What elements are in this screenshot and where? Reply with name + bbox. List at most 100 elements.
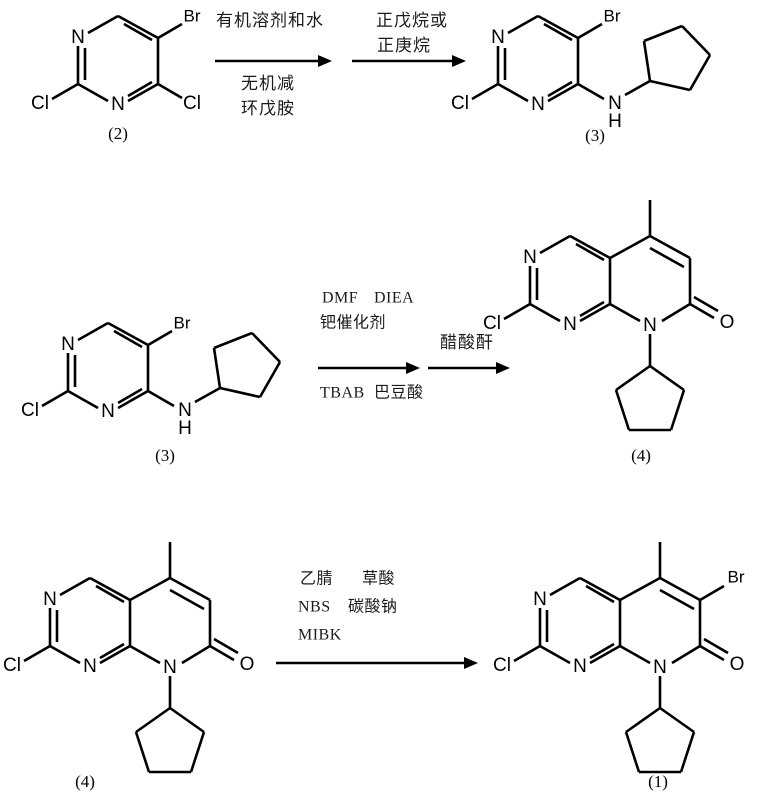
molecule-compound-1: N N Cl N O Br (1) bbox=[493, 542, 745, 791]
atom-label-N: N bbox=[178, 400, 192, 421]
bond-cp-2-3 bbox=[213, 331, 253, 350]
atom-label-N: N bbox=[563, 314, 577, 335]
bond-c7-o-inner bbox=[213, 637, 239, 655]
condition-diea: DIEA bbox=[374, 290, 414, 307]
atom-label-H: H bbox=[608, 111, 622, 132]
atom-label-N: N bbox=[653, 657, 667, 678]
bond-cp-5-1 bbox=[649, 79, 691, 92]
bond-c7-o bbox=[209, 644, 235, 662]
bond-c5-br bbox=[157, 22, 183, 40]
bond-cp-5-1 bbox=[219, 386, 261, 399]
atom-label-N: N bbox=[573, 656, 587, 677]
arrow-head bbox=[464, 657, 478, 669]
bond-c5-br bbox=[577, 22, 603, 40]
bond-cp-2-3 bbox=[624, 731, 641, 773]
bond-n3-c2 bbox=[529, 302, 561, 323]
bond-cp-2-3 bbox=[614, 389, 631, 431]
condition-below-amine: 环戊胺 bbox=[241, 99, 295, 118]
bond-c4a-c5 bbox=[619, 576, 661, 602]
arrow-head bbox=[406, 362, 420, 374]
bond-cp-1-2 bbox=[212, 347, 222, 389]
bond-cp-2-3 bbox=[134, 731, 151, 773]
bond-c4a-c5 bbox=[129, 576, 171, 602]
atom-label-Br: Br bbox=[604, 6, 621, 25]
bond-cp-2-3 bbox=[643, 24, 683, 43]
condition-above-heptane: 正庚烷 bbox=[377, 36, 431, 55]
condition-below-base: 无机减 bbox=[241, 74, 295, 93]
atom-label-Cl: Cl bbox=[21, 400, 39, 421]
reaction-arrow-2b: 醋酸酐 bbox=[428, 333, 510, 374]
scheme-2-canvas: N N Cl Br N H (3) DMF DIEA 钯催化剂 TBAB 巴豆酸… bbox=[21, 200, 734, 465]
compound-label-2: (2) bbox=[108, 124, 128, 143]
reaction-arrow-2a: DMF DIEA 钯催化剂 TBAB 巴豆酸 bbox=[318, 290, 424, 402]
bond-c5-c6-inner bbox=[659, 588, 695, 611]
condition-pd-catalyst: 钯催化剂 bbox=[320, 314, 386, 332]
scheme-3-canvas: N N Cl N O (4) 乙腈 草酸 NBS 碳酸钠 MIBK bbox=[3, 542, 745, 791]
bond-c5-c6 bbox=[659, 576, 701, 602]
compound-label-3: (3) bbox=[585, 126, 605, 145]
atom-label-Cl: Cl bbox=[3, 655, 21, 676]
bond-c4-nh bbox=[577, 82, 605, 101]
bond-c10-c4a bbox=[569, 234, 611, 260]
atom-label-N: N bbox=[111, 94, 125, 115]
atom-label-Br: Br bbox=[174, 313, 191, 332]
bond-n8-c8a bbox=[619, 644, 651, 665]
condition-acetic-anhydride: 醋酸酐 bbox=[440, 333, 494, 352]
bond-c7-o-inner bbox=[703, 637, 729, 655]
compound-label-4: (4) bbox=[75, 772, 95, 791]
bond-c10-c4a-inner bbox=[585, 584, 615, 604]
bond-n1-c10 bbox=[539, 234, 571, 255]
bond-c10-c4a-inner bbox=[95, 584, 125, 604]
bond-n3-c2 bbox=[497, 82, 529, 103]
bond-c10-c4a-inner bbox=[575, 242, 605, 262]
bond-c2-cl bbox=[51, 82, 79, 101]
condition-dmf: DMF bbox=[322, 290, 358, 307]
atom-label-Cl: Cl bbox=[31, 93, 49, 114]
atom-label-N: N bbox=[531, 94, 545, 115]
bond-c6-c5 bbox=[537, 14, 579, 40]
bond-c7-n8 bbox=[661, 302, 691, 323]
bond-n1-c10 bbox=[59, 576, 91, 597]
bond-c5-c6 bbox=[649, 234, 691, 260]
scheme-1-canvas: N N Cl Cl Br (2) 有机溶剂和水 无机减 环戊胺 正戊烷或 正庚烷 bbox=[31, 6, 712, 145]
bond-c2-cl bbox=[503, 302, 531, 321]
bond-cp-5-1 bbox=[169, 706, 205, 734]
bond-c7-o-inner bbox=[693, 295, 719, 313]
compound-label-3: (3) bbox=[155, 446, 175, 465]
atom-label-Br: Br bbox=[184, 6, 201, 25]
bond-c8a-n3-inner bbox=[579, 300, 605, 318]
bond-c2-cl bbox=[41, 389, 69, 408]
bond-c6-c5-inner bbox=[113, 329, 143, 349]
bond-c6-c5-inner bbox=[123, 22, 153, 42]
bond-c8a-n3-inner bbox=[99, 642, 125, 660]
atom-label-O: O bbox=[720, 312, 735, 333]
bond-c4-n3 bbox=[117, 389, 149, 410]
atom-label-O: O bbox=[240, 654, 255, 675]
molecule-compound-4: N N Cl N O (4) bbox=[483, 200, 734, 465]
bond-c4-n3 bbox=[547, 82, 579, 103]
bond-c6-c5 bbox=[117, 14, 159, 40]
condition-nbs: NBS bbox=[298, 599, 331, 616]
arrow-head bbox=[496, 362, 510, 374]
atom-label-N: N bbox=[101, 401, 115, 422]
bond-cp-1-2 bbox=[642, 40, 652, 82]
bond-cp-3-4 bbox=[251, 332, 281, 363]
atom-label-Cl: Cl bbox=[451, 93, 469, 114]
arrow-head bbox=[452, 55, 466, 67]
bond-cp-5-1 bbox=[649, 364, 685, 392]
bond-cp-1-2 bbox=[625, 706, 661, 734]
bond-c4-n3-inner bbox=[127, 80, 153, 98]
bond-c10-c4a bbox=[89, 576, 131, 602]
bond-n1-c6 bbox=[87, 14, 119, 35]
condition-above-pentane: 正戊烷或 bbox=[376, 11, 448, 30]
condition-crotonic-acid: 巴豆酸 bbox=[374, 384, 424, 402]
bond-nh-cp bbox=[194, 386, 221, 404]
bond-c5-c6-inner bbox=[649, 246, 685, 269]
bond-c2-cl bbox=[513, 644, 541, 663]
bond-c10-c4a bbox=[579, 576, 621, 602]
atom-label-N: N bbox=[83, 656, 97, 677]
bond-c2-cl bbox=[471, 82, 499, 101]
bond-c4-cl bbox=[157, 82, 183, 100]
bond-c6-c5-inner bbox=[543, 22, 573, 42]
bond-c7-o bbox=[689, 302, 715, 320]
